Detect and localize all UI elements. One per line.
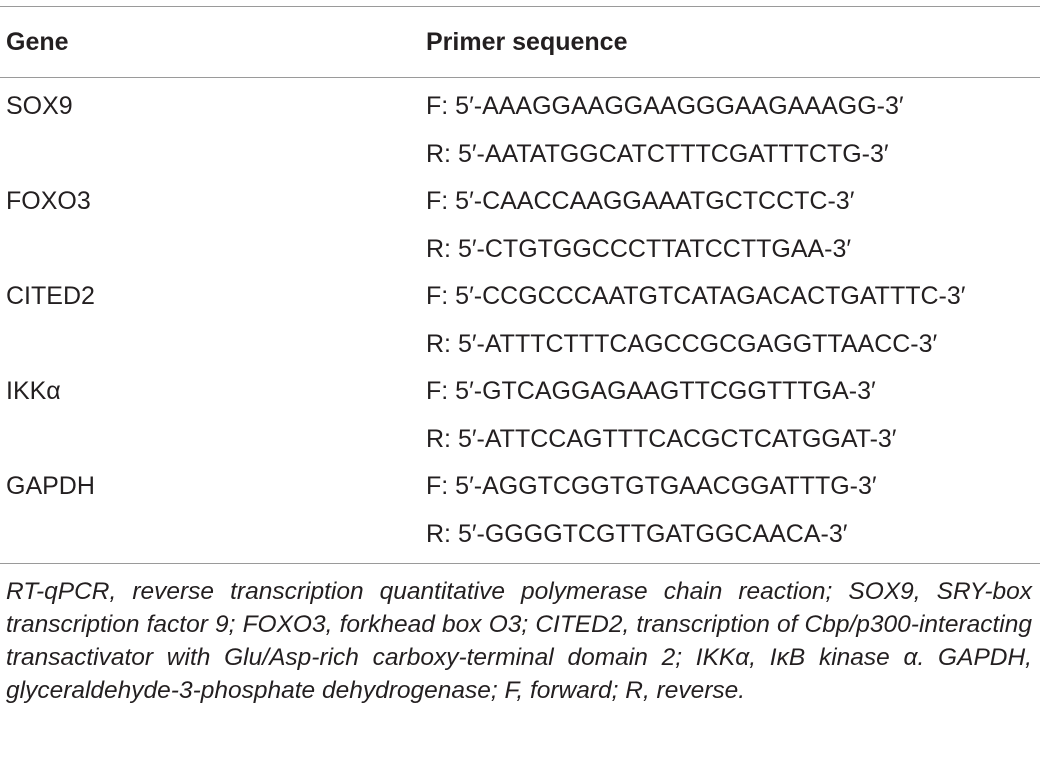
table-row: R: 5′-CTGTGGCCCTTATCCTTGAA-3′ <box>0 226 1040 274</box>
bottom-rule <box>0 563 1040 564</box>
table-row: R: 5′-ATTCCAGTTTCACGCTCATGGAT-3′ <box>0 416 1040 464</box>
table-footnote: RT-qPCR, reverse transcription quantitat… <box>6 578 1032 704</box>
table-row: IKKα F: 5′-GTCAGGAGAAGTTCGGTTTGA-3′ <box>0 368 1040 416</box>
header-gene: Gene <box>6 27 69 56</box>
table-row: FOXO3 F: 5′-CAACCAAGGAAATGCTCCTC-3′ <box>0 178 1040 226</box>
gene-name: SOX9 <box>6 92 73 121</box>
primer-table: Gene Primer sequence SOX9 F: 5′-AAAGGAAG… <box>0 6 1040 704</box>
reverse-primer: R: 5′-AATATGGCATCTTTCGATTTCTG-3′ <box>426 139 889 168</box>
table-row: R: 5′-AATATGGCATCTTTCGATTTCTG-3′ <box>0 131 1040 179</box>
table-row: R: 5′-ATTTCTTTCAGCCGCGAGGTTAACC-3′ <box>0 321 1040 369</box>
forward-primer: F: 5′-AAAGGAAGGAAGGGAAGAAAGG-3′ <box>426 92 904 121</box>
forward-primer: F: 5′-CCGCCCAATGTCATAGACACTGATTTC-3′ <box>426 282 966 311</box>
header-rule <box>0 77 1040 78</box>
reverse-primer: R: 5′-CTGTGGCCCTTATCCTTGAA-3′ <box>426 234 852 263</box>
table-row: R: 5′-GGGGTCGTTGATGGCAACA-3′ <box>0 511 1040 559</box>
table-row: CITED2 F: 5′-CCGCCCAATGTCATAGACACTGATTTC… <box>0 273 1040 321</box>
reverse-primer: R: 5′-ATTTCTTTCAGCCGCGAGGTTAACC-3′ <box>426 329 938 358</box>
forward-primer: F: 5′-CAACCAAGGAAATGCTCCTC-3′ <box>426 187 855 216</box>
gene-name: IKKα <box>6 377 61 406</box>
header-primer-sequence: Primer sequence <box>426 27 628 56</box>
top-rule <box>0 6 1040 7</box>
table-row: GAPDH F: 5′-AGGTCGGTGTGAACGGATTTG-3′ <box>0 463 1040 511</box>
reverse-primer: R: 5′-GGGGTCGTTGATGGCAACA-3′ <box>426 519 848 548</box>
gene-name: FOXO3 <box>6 187 91 216</box>
reverse-primer: R: 5′-ATTCCAGTTTCACGCTCATGGAT-3′ <box>426 424 897 453</box>
table-header-row: Gene Primer sequence <box>0 7 1040 77</box>
table-row: SOX9 F: 5′-AAAGGAAGGAAGGGAAGAAAGG-3′ <box>0 83 1040 131</box>
gene-name: CITED2 <box>6 282 95 311</box>
forward-primer: F: 5′-GTCAGGAGAAGTTCGGTTTGA-3′ <box>426 377 876 406</box>
forward-primer: F: 5′-AGGTCGGTGTGAACGGATTTG-3′ <box>426 472 877 501</box>
gene-name: GAPDH <box>6 472 95 501</box>
table-body: SOX9 F: 5′-AAAGGAAGGAAGGGAAGAAAGG-3′ R: … <box>0 78 1040 563</box>
